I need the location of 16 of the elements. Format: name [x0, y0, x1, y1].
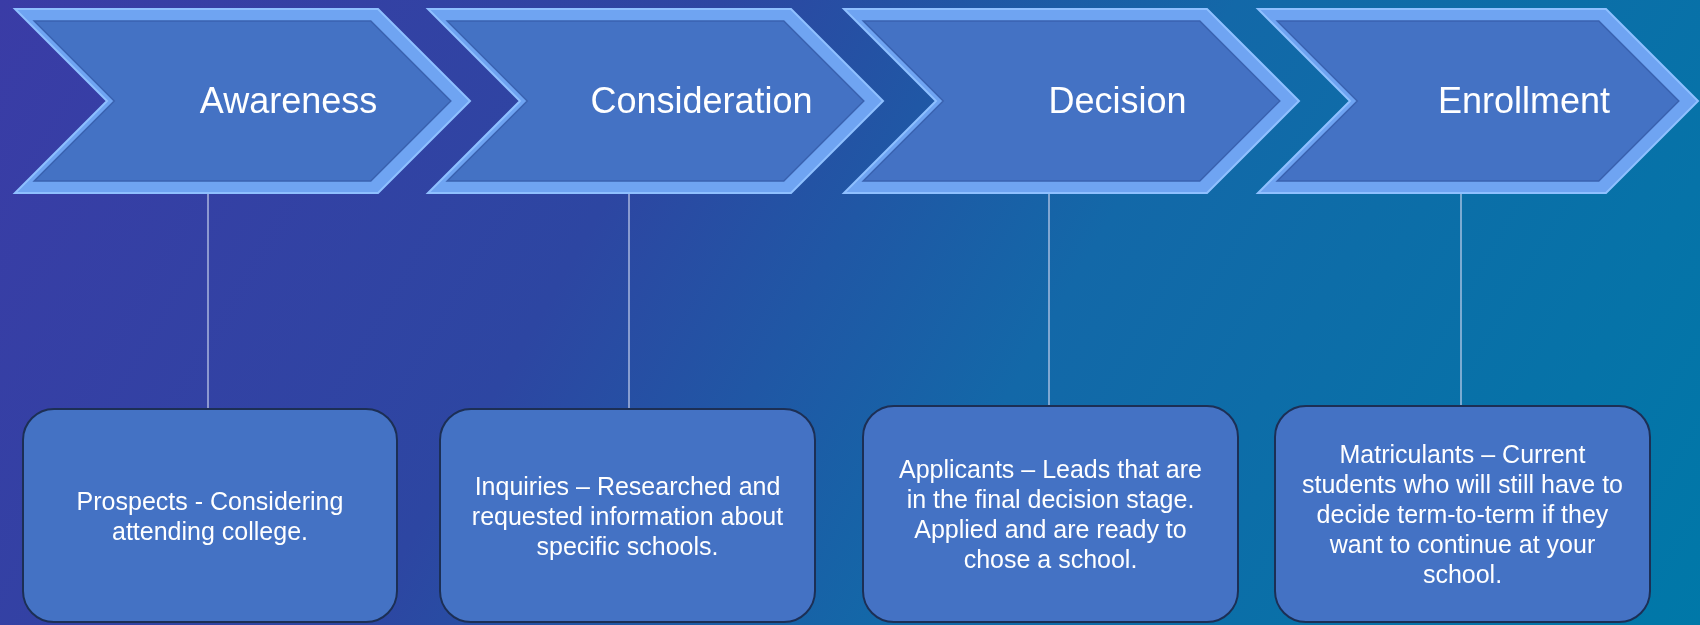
connector-line — [1460, 192, 1462, 406]
stage-label: Enrollment — [1437, 80, 1611, 122]
stage-label: Decision — [1048, 80, 1187, 122]
connector-line — [628, 192, 630, 409]
description-box — [862, 405, 1239, 623]
stage-label: Awareness — [199, 80, 378, 122]
description-box — [439, 408, 816, 623]
stage-label: Consideration — [590, 80, 813, 122]
connector-line — [1048, 192, 1050, 406]
stage-description: Prospects - Considering attending college. — [75, 485, 345, 546]
stage-description: Applicants – Leads that are in the final decision stage. Applied and are ready to chose a school. — [898, 454, 1203, 574]
description-box — [1274, 405, 1651, 623]
stage-description: Matriculants – Current students who will still have to decide term-to-term if they want to continue at your school. — [1301, 439, 1624, 589]
connector-line — [207, 192, 209, 409]
description-box — [22, 408, 398, 623]
stage-description: Inquiries – Researched and requested information about specific schools. — [470, 470, 785, 561]
